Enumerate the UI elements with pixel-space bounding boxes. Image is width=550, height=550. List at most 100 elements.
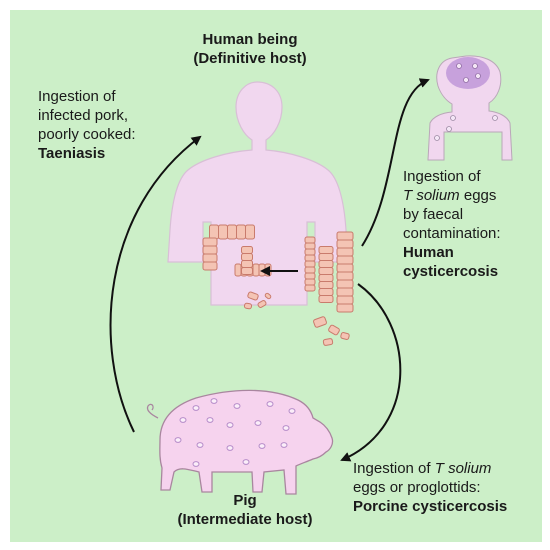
tapeworm-segment [264, 292, 272, 300]
porcine-line-1-prefix: Ingestion of [353, 460, 435, 477]
porcine-species-name: T solium [434, 460, 492, 477]
tapeworm-segment [318, 253, 334, 261]
tapeworm-segment [209, 224, 219, 240]
pig-cyst [282, 425, 290, 431]
tapeworm-segment [247, 291, 259, 301]
pig-cyst [266, 401, 274, 407]
porcine-cysticercosis-arrow [340, 283, 402, 462]
tapeworm-segment [322, 338, 334, 346]
tapeworm-segment [336, 287, 354, 297]
taeniasis-line-2: infected pork, [38, 107, 129, 124]
tapeworm-segment [336, 295, 354, 305]
tapeworm-segment [241, 246, 253, 254]
pig-cyst [280, 442, 288, 448]
porcine-cysticercosis-label: Ingestion of T solium eggs or proglottid… [353, 459, 507, 516]
taeniasis-label: Ingestion of infected pork, poorly cooke… [38, 87, 136, 163]
tapeworm-segment [336, 239, 354, 249]
tapeworm-segment [304, 236, 316, 244]
pig-cyst [179, 417, 187, 423]
tapeworm-segment [304, 254, 316, 262]
porcine-term: Porcine cysticercosis [353, 498, 508, 515]
taeniasis-line-1: Ingestion of [38, 88, 116, 105]
tapeworm-segment [340, 332, 350, 340]
tapeworm-segment [227, 224, 237, 240]
pig-cyst [233, 403, 241, 409]
tapeworm-segment [245, 224, 255, 240]
human-cysto-line-3: by faecal [403, 206, 464, 223]
human-cysticercosis-illustration [427, 55, 513, 161]
tapeworm-segment [318, 295, 334, 303]
pig-cyst [288, 408, 296, 414]
pig-cyst [196, 442, 204, 448]
tapeworm-segment [313, 316, 327, 328]
tapeworm-segment [241, 253, 253, 261]
human-host-role: (Definitive host) [193, 50, 307, 67]
tapeworm-segment [318, 260, 334, 268]
tapeworm-segment [318, 274, 334, 282]
tapeworm-segment [304, 248, 316, 256]
tapeworm-segment [304, 242, 316, 250]
tapeworm-segment [218, 224, 228, 240]
human-cysto-line-2: T solium eggs [403, 186, 501, 205]
human-host-name: Human being [202, 31, 298, 48]
human-cysto-term-1: Human [403, 244, 454, 261]
tapeworm-segment [336, 271, 354, 281]
pig-cyst [192, 405, 200, 411]
tapeworm-segment [328, 324, 340, 336]
pig-cyst [206, 417, 214, 423]
pig-host-label: Pig (Intermediate host) [145, 491, 345, 529]
human-cysto-line-2-rest: eggs [459, 187, 497, 204]
pig-cyst [174, 437, 182, 443]
pig-cyst [242, 459, 250, 465]
tapeworm-segment [336, 247, 354, 257]
tapeworm-segment [336, 255, 354, 265]
tapeworm-segment [234, 263, 242, 277]
tapeworm-illustration [202, 224, 354, 346]
human-cysticercosis-label: Ingestion of T solium eggs by faecal con… [403, 167, 501, 281]
pig-host-name: Pig [233, 492, 257, 509]
tapeworm-segment [304, 260, 316, 268]
tapeworm-segment [318, 288, 334, 296]
tapeworm-segment [336, 303, 354, 313]
tapeworm-segment [202, 245, 218, 255]
tapeworm-segment [243, 302, 253, 310]
human-cysto-term-2: cysticercosis [403, 263, 499, 280]
taeniasis-arrow [109, 135, 202, 433]
tapeworm-segment [252, 263, 260, 277]
human-cysto-line-4: contamination: [403, 225, 501, 242]
tapeworm-segment [257, 300, 267, 308]
tapeworm-segment [304, 266, 316, 274]
taeniasis-line-3: poorly cooked: [38, 126, 136, 143]
pig-cysts [174, 398, 296, 467]
pig-cyst [226, 422, 234, 428]
tapeworm-segment [318, 267, 334, 275]
pig-cyst [258, 443, 266, 449]
species-name: T solium [403, 187, 460, 204]
pig-host-role: (Intermediate host) [177, 511, 313, 528]
tapeworm-segment [241, 260, 253, 268]
tapeworm-segment [336, 231, 354, 241]
tapeworm-segment [318, 246, 334, 254]
brain-cyst-region [446, 57, 490, 89]
pig-cyst [210, 398, 218, 404]
tapeworm-segment [304, 278, 316, 286]
tapeworm-segment [202, 261, 218, 271]
tapeworm-segment [318, 281, 334, 289]
human-cysticercosis-arrow [361, 78, 430, 247]
tapeworm-segment [202, 253, 218, 263]
tapeworm-segment [202, 237, 218, 247]
tapeworm-segment [304, 284, 316, 292]
human-host-label: Human being (Definitive host) [172, 30, 328, 68]
taeniasis-term: Taeniasis [38, 145, 106, 162]
pig-illustration [146, 389, 334, 495]
tapeworm-segment [241, 267, 253, 275]
tapeworm-segment [336, 263, 354, 273]
pig-cyst [192, 461, 200, 467]
tapeworm-segment [236, 224, 246, 240]
pig-cyst [254, 420, 262, 426]
tapeworm-segment [304, 272, 316, 280]
human-cysto-line-1: Ingestion of [403, 168, 481, 185]
pig-cyst [226, 445, 234, 451]
